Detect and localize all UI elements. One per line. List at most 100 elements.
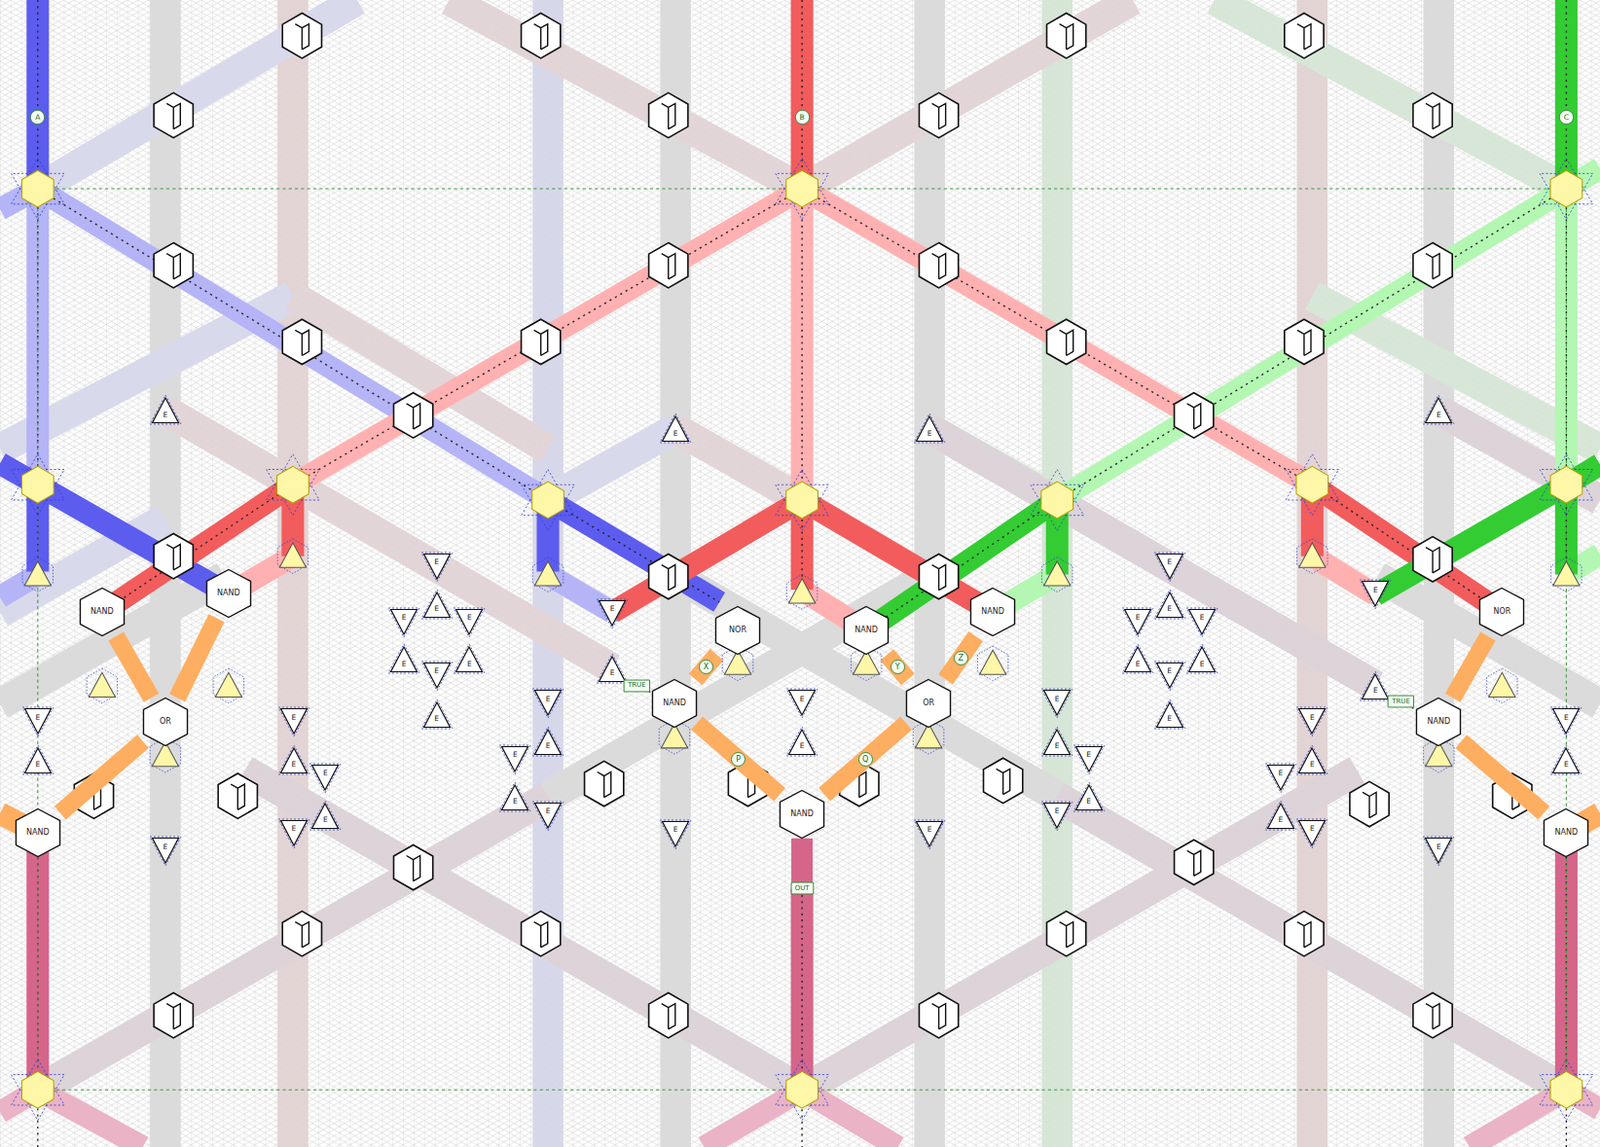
logic-gate: NAND: [1416, 697, 1461, 747]
logic-gate: NAND: [15, 808, 61, 858]
node-text: E: [1054, 742, 1060, 751]
node-text: E: [434, 605, 439, 614]
e-triangle: E: [596, 599, 628, 629]
e-triangle: E: [1186, 608, 1218, 638]
node-text: OUT: [795, 885, 810, 893]
wire-label: X: [698, 659, 714, 675]
node-text: E: [434, 558, 439, 567]
node-outline: [453, 608, 485, 638]
e-triangle: E: [1154, 589, 1186, 619]
node-outline: [1154, 699, 1186, 729]
node-outline: [1265, 800, 1297, 831]
input-label: B: [795, 109, 810, 125]
node-outline: [149, 395, 182, 425]
node-text: NOR: [728, 626, 747, 635]
e-triangle: E: [596, 654, 628, 684]
node-outline: [532, 689, 564, 719]
input-label: A: [30, 109, 45, 125]
node-outline: [659, 820, 691, 850]
node-text: E: [401, 660, 407, 669]
node-text: E: [434, 667, 439, 676]
node-outline: [1154, 661, 1186, 691]
node-outline: [388, 608, 420, 638]
node-outline: [421, 589, 453, 619]
e-triangle: E: [1122, 644, 1154, 674]
node-text: E: [1277, 816, 1283, 825]
node-outline: [532, 801, 564, 832]
node-outline: [1296, 707, 1328, 737]
node-text: A: [35, 113, 40, 122]
signal-wire: [60, 741, 144, 813]
node-text: E: [1200, 660, 1205, 669]
e-triangle: E: [1265, 800, 1297, 831]
node-text: TRUE: [1391, 698, 1411, 706]
e-triangle: E: [532, 727, 564, 757]
node-outline: [786, 727, 818, 757]
e-triangle: E: [499, 745, 531, 775]
logic-gate: NOR: [715, 606, 761, 655]
e-triangle: E: [22, 707, 54, 737]
node-text: E: [291, 825, 297, 834]
node-outline: [309, 800, 341, 831]
node-outline: [453, 644, 485, 674]
node-outline: [22, 707, 54, 737]
node-outline: [1422, 395, 1455, 425]
node-text: E: [35, 714, 40, 723]
e-triangle: E: [786, 727, 818, 757]
node-text: E: [1373, 687, 1379, 695]
node-text: E: [1309, 761, 1315, 769]
node-text: E: [610, 605, 616, 614]
node-outline: [421, 661, 453, 691]
node-text: NAND: [854, 626, 878, 635]
node-text: E: [512, 798, 518, 806]
node-text: E: [1086, 798, 1091, 806]
node-outline: [596, 599, 628, 629]
signal-wire: [791, 838, 813, 884]
logic-gate: NOR: [1479, 587, 1525, 637]
signal-wire: [824, 723, 907, 795]
node-text: E: [1054, 807, 1060, 816]
node-outline: [1296, 819, 1328, 849]
node-text: OR: [159, 718, 172, 727]
node-text: E: [800, 742, 805, 751]
e-triangle: E: [659, 413, 691, 443]
e-triangle: E: [1041, 801, 1073, 832]
logic-gate: NAND: [652, 679, 697, 728]
e-triangle: E: [1186, 644, 1218, 674]
node-outline: [1550, 707, 1582, 737]
node-text: E: [1200, 614, 1205, 622]
node-outline: [278, 819, 310, 849]
e-triangle: E: [1359, 671, 1391, 701]
node-outline: [1422, 836, 1455, 867]
node-outline: [499, 782, 531, 812]
signal-wire: [945, 636, 977, 680]
node-outline: [421, 552, 453, 582]
node-outline: [278, 707, 310, 737]
e-triangle: E: [1041, 727, 1073, 757]
e-triangle: E: [421, 661, 453, 691]
logic-gate: NAND: [206, 569, 252, 619]
signal-wire: [115, 636, 151, 698]
node-text: NAND: [790, 810, 814, 819]
e-triangle: E: [786, 689, 818, 719]
node-text: E: [401, 614, 407, 622]
node-text: E: [1166, 667, 1172, 676]
signal-wire: [695, 654, 718, 680]
node-text: E: [1563, 761, 1569, 769]
e-triangle: E: [499, 782, 531, 812]
wire-label: Y: [890, 659, 906, 675]
node-text: E: [927, 430, 933, 438]
node-outline: [659, 413, 691, 443]
e-triangle: E: [1422, 395, 1455, 425]
constant-box: OUT: [791, 882, 814, 895]
e-triangle: E: [421, 699, 453, 729]
node-outline: [1041, 689, 1073, 719]
node-outline: [1122, 608, 1154, 638]
logic-gate: NAND: [970, 587, 1016, 637]
node-text: C: [1563, 113, 1569, 122]
node-outline: [499, 745, 531, 775]
e-triangle: E: [532, 801, 564, 832]
node-text: E: [35, 761, 40, 769]
